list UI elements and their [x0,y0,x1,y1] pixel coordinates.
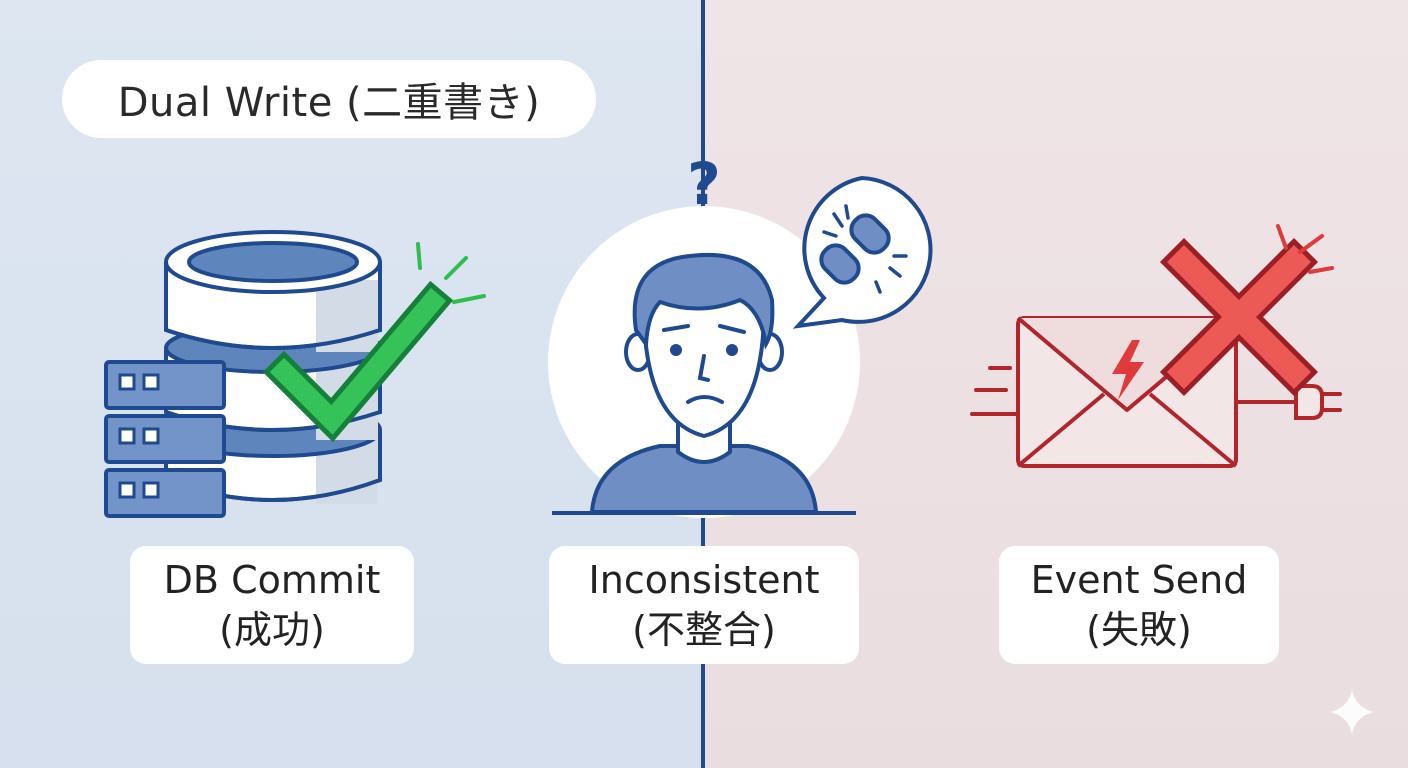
event-send-label-card: Event Send (失敗) [999,546,1279,664]
person-icon [589,253,819,514]
event-send-status: (失敗) [1086,608,1192,652]
x-mark-icon [1159,224,1334,397]
broken-link-icon [819,204,908,294]
inconsistent-label-card: Inconsistent (不整合) [549,546,859,664]
checkmark-icon [262,242,486,443]
db-commit-label: DB Commit [163,558,381,602]
speed-lines [970,366,1018,416]
inconsistent-label: Inconsistent [588,558,820,602]
plug-icon [1234,384,1342,420]
lightning-icon [1112,340,1144,400]
sparkle-icon [1330,690,1374,734]
db-commit-label-card: DB Commit (成功) [130,546,414,664]
diagram-title: Dual Write (二重書き) [62,60,596,138]
server-rack-icon [104,360,226,518]
inconsistent-status: (不整合) [632,608,776,652]
question-mark: ? [687,150,721,218]
event-send-label: Event Send [1030,558,1248,602]
db-commit-status: (成功) [219,608,325,652]
speech-bubble-icon [792,175,933,329]
